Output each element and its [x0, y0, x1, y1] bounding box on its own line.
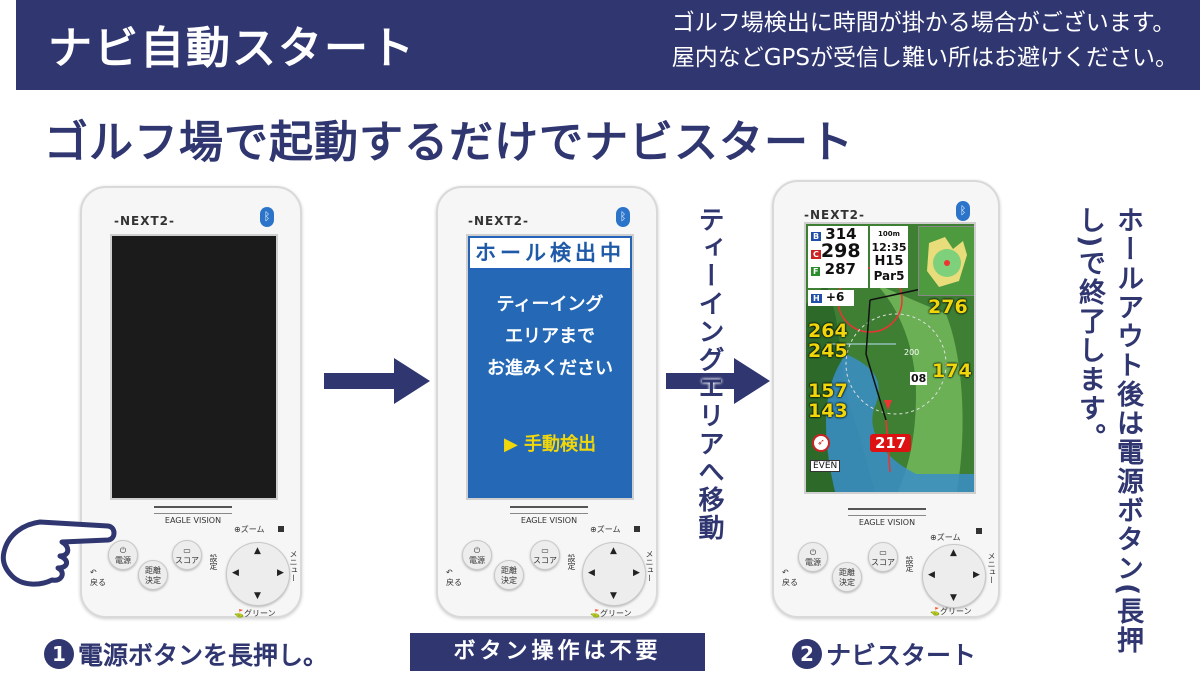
setting-label: 設定 [209, 554, 218, 570]
banner-note-line2: 屋内などGPSが受信し難い所はお避けください。 [671, 45, 1178, 71]
setting-label: 設定 [905, 556, 914, 572]
menu-label: メニュー [987, 552, 996, 584]
arrow-right-icon [324, 358, 430, 404]
yardage-2: 264 [808, 320, 848, 342]
yardage-6: 143 [808, 400, 848, 422]
step-1-number: 1 [44, 639, 74, 669]
logo-text: EAGLE VISION [858, 518, 916, 527]
screen-line-1: ティーイング [496, 294, 604, 315]
even-label: EVEN [810, 460, 841, 472]
headline: ゴルフ場で起動するだけでナビスタート [44, 117, 854, 168]
small-mark-1: 200 [904, 348, 920, 357]
arrow-right-icon [666, 358, 770, 404]
yardage-3: 245 [808, 340, 848, 362]
menu-label: メニュー [289, 550, 298, 582]
step-1-label: 電源ボタンを長押し。 [78, 641, 329, 670]
device-brand: -NEXT2- [804, 208, 865, 222]
banner-title: ナビ自動スタート [48, 23, 416, 74]
device-2: -NEXT2- ᛒ ホール検出中 ティーイング エリアまで お進みください ▶ … [436, 186, 658, 618]
move-caption: ティーイングエリアへ移動 [694, 206, 724, 542]
logo-text: EAGLE VISION [164, 516, 222, 525]
score-box: H +6 [808, 290, 854, 306]
banner-note: ゴルフ場検出に時間が掛かる場合がございます。 屋内などGPSが受信し難い所はお避… [672, 6, 1178, 76]
no-button-needed-label: ボタン操作は不要 [410, 633, 705, 671]
eagle-vision-logo: EAGLE VISION [842, 508, 932, 527]
screen-line-2: エリアまで [505, 326, 595, 347]
device-brand: -NEXT2- [468, 214, 529, 228]
zoom-label: ⊕ズーム [234, 525, 265, 534]
zoom-label: ⊕ズーム [590, 525, 621, 534]
bluetooth-icon: ᛒ [260, 207, 274, 227]
green-label: ⛳グリーン [590, 609, 632, 618]
par-label: Par5 [873, 269, 905, 283]
direction-pad[interactable]: ▲▼◀▶ [582, 542, 646, 606]
device-1: -NEXT2- ᛒ EAGLE VISION ⊕ズーム ⏻電源 ▭スコア ↶戻る… [80, 186, 302, 618]
bluetooth-icon: ᛒ [616, 207, 630, 227]
dist-back: B 314 [811, 225, 857, 243]
yardage-red: 217 [870, 434, 912, 452]
decide-button[interactable]: 距離決定 [494, 560, 524, 590]
screen-title: ホール検出中 [468, 236, 632, 270]
logo-text: EAGLE VISION [520, 516, 578, 525]
sensor-dot [278, 526, 284, 532]
green-label: ⛳グリーン [234, 609, 276, 618]
eagle-vision-logo: EAGLE VISION [504, 506, 594, 525]
pointing-hand-icon [0, 519, 117, 587]
setting-label: 設定 [567, 554, 576, 570]
green-label: ⛳グリーン [930, 607, 972, 616]
clock: 12:35 [871, 241, 907, 254]
score-button[interactable]: ▭スコア [530, 540, 560, 570]
device-screen-off [110, 234, 278, 500]
scale-label: 100m [878, 230, 900, 238]
decide-button[interactable]: 距離決定 [832, 562, 862, 592]
back-label: ↶戻る [446, 568, 462, 587]
device-brand: -NEXT2- [114, 214, 175, 228]
compass-icon: ➶ [812, 434, 830, 452]
score-button[interactable]: ▭スコア [868, 542, 898, 572]
back-label: ↶戻る [90, 568, 106, 587]
dist-front: F 287 [811, 260, 856, 278]
small-mark-2: 08 [910, 372, 928, 385]
end-caption: ホールアウト後は電源ボタン(長押し)で終了します。 [1074, 206, 1143, 656]
banner-note-line1: ゴルフ場検出に時間が掛かる場合がございます。 [671, 10, 1176, 36]
top-banner: ナビ自動スタート ゴルフ場検出に時間が掛かる場合がございます。 屋内などGPSが… [16, 0, 1200, 90]
direction-pad[interactable]: ▲▼◀▶ [922, 544, 986, 608]
step-2-label: ナビスタート [826, 641, 977, 670]
power-button[interactable]: ⏻電源 [798, 542, 828, 572]
bluetooth-icon: ᛒ [956, 201, 970, 221]
yardage-1: 276 [928, 296, 968, 318]
decide-button[interactable]: 距離決定 [138, 560, 168, 590]
yardage-4: 174 [932, 360, 972, 382]
score-button[interactable]: ▭スコア [172, 540, 202, 570]
sensor-dot [634, 526, 640, 532]
yardage-5: 157 [808, 380, 848, 402]
manual-detect-button[interactable]: ▶ 手動検出 [503, 434, 597, 455]
power-button[interactable]: ⏻電源 [108, 540, 138, 570]
hole-number: H15 [874, 254, 904, 269]
hole-info-box: 100m 12:35 H15 Par5 [870, 226, 908, 288]
sensor-dot [976, 528, 982, 534]
eagle-vision-logo: EAGLE VISION [148, 506, 238, 525]
screen-line-3: お進みください [487, 358, 613, 379]
green-minimap [918, 226, 974, 296]
menu-label: メニュー [645, 550, 654, 582]
direction-pad[interactable]: ▲▼◀▶ [226, 542, 290, 606]
power-button[interactable]: ⏻電源 [462, 540, 492, 570]
step-2-number: 2 [792, 639, 822, 669]
back-label: ↶戻る [782, 568, 798, 587]
device-screen-detecting: ホール検出中 ティーイング エリアまで お進みください ▶ 手動検出 [466, 234, 634, 500]
zoom-label: ⊕ズーム [930, 533, 961, 542]
